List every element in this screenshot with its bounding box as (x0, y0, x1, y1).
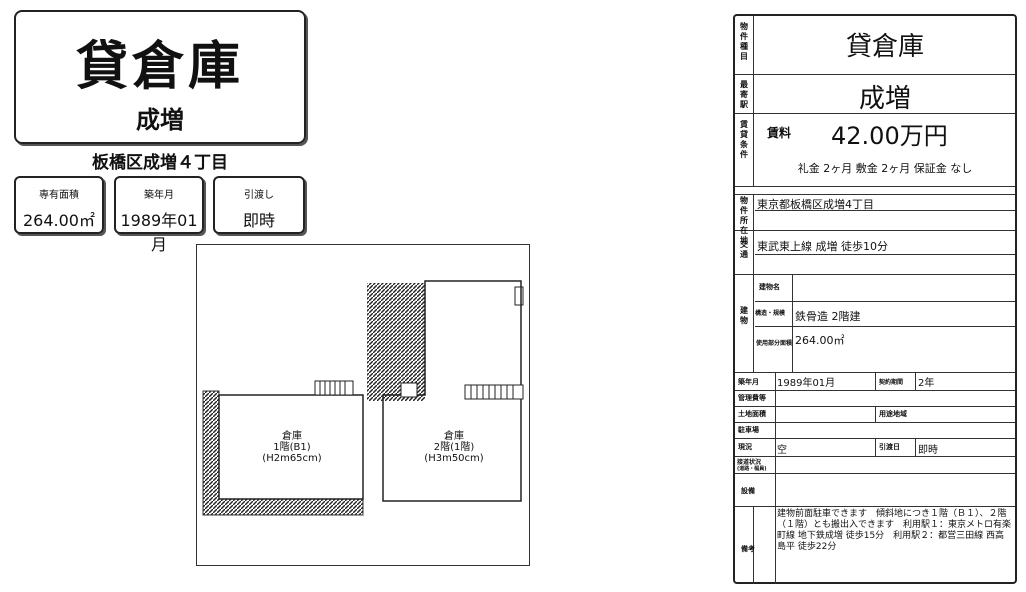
room1-height: (H2m65cm) (262, 453, 322, 464)
label-terms: 賃貸条件 (740, 120, 748, 159)
sheet-status: 空 (777, 445, 787, 456)
property-sheet: 物件種目 最寄駅 賃貸条件 物件所在地 交通 建物 建物名 構造・規模 使用部分… (733, 14, 1017, 584)
label-station: 最寄駅 (740, 80, 748, 109)
info-handover-label: 引渡し (244, 190, 274, 201)
title-box: 貸倉庫 成増 (14, 10, 306, 144)
label-usage-area: 使用部分面積 (756, 340, 793, 347)
label-transfer-status-sub: (道路・幅員) (737, 466, 767, 472)
label-structure: 構造・規模 (755, 310, 786, 317)
room2-name: 倉庫 (444, 431, 464, 442)
room2-label: 倉庫 2階(1階) (H3m50cm) (399, 431, 509, 464)
label-land-area: 土地面積 (738, 410, 766, 418)
label-location: 物件所在地 (740, 196, 748, 245)
label-transfer-status: 接道状況 (737, 459, 762, 466)
info-handover: 引渡し 即時 (213, 176, 305, 234)
room1-label: 倉庫 1階(B1) (H2m65cm) (237, 431, 347, 464)
label-parking: 駐車場 (738, 426, 759, 434)
floor-plan: 倉庫 1階(B1) (H2m65cm) 倉庫 2階(1階) (H3m50cm) (196, 244, 530, 566)
info-built-value: 1989年01月 (120, 211, 198, 254)
deposits: 礼金 2ヶ月 敷金 2ヶ月 保証金 なし (797, 162, 973, 175)
rent-value: 42.00万円 (831, 122, 948, 150)
room1-outline (218, 394, 364, 500)
label-contract-period: 契約期間 (879, 379, 904, 386)
slope-hatch (367, 283, 425, 401)
label-type: 物件種目 (740, 22, 748, 61)
info-area-label: 専有面積 (39, 190, 79, 201)
info-built-label: 築年月 (144, 190, 174, 201)
sheet-location: 東京都板橋区成増4丁目 (757, 198, 874, 211)
label-zoning: 用途地域 (879, 410, 907, 418)
sheet-contract-period: 2年 (918, 378, 935, 389)
label-status: 現況 (738, 443, 752, 451)
label-notes: 備考 (741, 545, 755, 553)
sheet-notes: 建物前面駐車できます 傾斜地につき１階（Ｂ１）、２階（１階）とも搬出入できます … (777, 509, 1012, 552)
info-area-value: 264.00㎡ (23, 211, 95, 230)
room1-name: 倉庫 (282, 431, 302, 442)
sheet-station: 成増 (858, 84, 911, 114)
label-transport: 交通 (740, 240, 748, 259)
rent-label: 賃料 (767, 126, 792, 140)
flyer-title: 貸倉庫 (75, 37, 244, 97)
sheet-transport: 東武東上線 成増 徒歩10分 (757, 240, 888, 253)
sheet-area: 264.00㎡ (795, 334, 845, 347)
sheet-type: 貸倉庫 (845, 32, 924, 62)
flyer-address: 板橋区成増４丁目 (92, 153, 228, 173)
sheet-handover: 即時 (918, 445, 938, 456)
label-built: 築年月 (738, 378, 759, 386)
label-management-fee: 管理費等 (738, 394, 766, 402)
room2-height: (H3m50cm) (424, 453, 484, 464)
room2-floor: 2階(1階) (433, 442, 475, 453)
label-building-name: 建物名 (759, 283, 780, 291)
info-built: 築年月 1989年01月 (114, 176, 204, 254)
sheet-structure: 鉄骨造 2階建 (795, 310, 861, 323)
room1-floor: 1階(B1) (273, 442, 311, 453)
info-handover-value: 即時 (242, 211, 275, 230)
label-building: 建物 (740, 306, 748, 325)
label-handover: 引渡日 (879, 443, 900, 451)
flyer-area-name: 成増 (136, 106, 184, 134)
label-equipment: 設備 (741, 487, 755, 495)
info-area: 専有面積 264.00㎡ (14, 176, 104, 234)
floor-plan-drawing (202, 280, 524, 516)
sheet-built: 1989年01月 (777, 378, 836, 389)
